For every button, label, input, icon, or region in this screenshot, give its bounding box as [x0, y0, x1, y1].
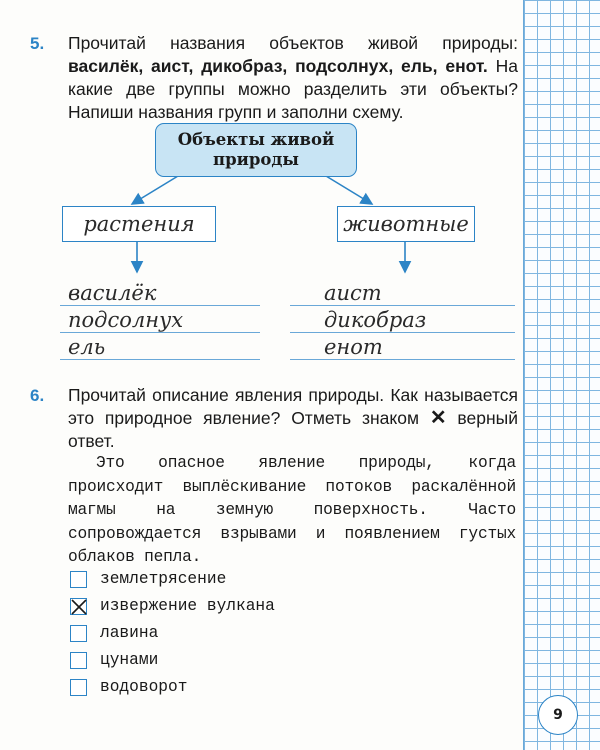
- animals-line-3[interactable]: енот: [290, 336, 515, 360]
- plants-line-3[interactable]: ель: [60, 336, 260, 360]
- task-6-question-prefix: Прочитай описание явления природы. Как н…: [68, 385, 518, 428]
- scheme-arrows: [130, 175, 412, 274]
- option-label: водоворот: [100, 678, 188, 696]
- task-5-text-suffix: На какие две группы можно разделить эти …: [68, 56, 518, 122]
- task-6-number: 6.: [30, 386, 45, 405]
- plants-line-1[interactable]: василёк: [60, 282, 260, 306]
- option-label: извержение вулкана: [100, 597, 275, 615]
- grid-margin: [523, 0, 600, 750]
- group-box-plants[interactable]: растения: [62, 206, 216, 242]
- option-volcano[interactable]: извержение вулкана: [70, 595, 275, 617]
- option-label: землетрясение: [100, 570, 227, 588]
- option-tsunami[interactable]: цунами: [70, 649, 158, 671]
- animals-line-1[interactable]: аист: [290, 282, 515, 306]
- checkbox-avalanche[interactable]: [70, 624, 87, 642]
- task-5-text-prefix: Прочитай названия объектов живой природы…: [68, 33, 518, 53]
- cross-mark-icon: [71, 598, 87, 615]
- plants-line-2[interactable]: подсолнух: [60, 309, 260, 333]
- page-number: 9: [538, 695, 578, 735]
- option-label: лавина: [100, 624, 159, 642]
- option-whirlpool[interactable]: водоворот: [70, 676, 187, 698]
- task-6-question-suffix: верный ответ.: [68, 408, 519, 451]
- task-5-objects: василёк, аист, дикобраз, подсолнух, ель,…: [68, 56, 488, 76]
- checkbox-earthquake[interactable]: [70, 570, 87, 588]
- group-box-animals[interactable]: животные: [337, 206, 475, 242]
- arrow-to-plants: [130, 175, 179, 205]
- task-5-number: 5.: [30, 34, 45, 53]
- task-6-question: Прочитай описание явления природы. Как н…: [68, 384, 518, 453]
- option-label: цунами: [100, 651, 159, 669]
- phenomenon-description: Это опасное явление природы, когда проис…: [68, 454, 516, 566]
- option-earthquake[interactable]: землетрясение: [70, 568, 226, 590]
- checkbox-volcano-checked[interactable]: [70, 597, 87, 615]
- checkbox-tsunami[interactable]: [70, 651, 87, 669]
- animals-line-2[interactable]: дикобраз: [290, 309, 515, 333]
- mark-symbol: ✕: [429, 407, 447, 429]
- scheme-header-box: Объекты живой природы: [155, 123, 357, 177]
- option-avalanche[interactable]: лавина: [70, 622, 158, 644]
- arrow-to-animals: [325, 175, 374, 205]
- task-5-text: Прочитай названия объектов живой природы…: [68, 32, 518, 124]
- checkbox-whirlpool[interactable]: [70, 678, 87, 696]
